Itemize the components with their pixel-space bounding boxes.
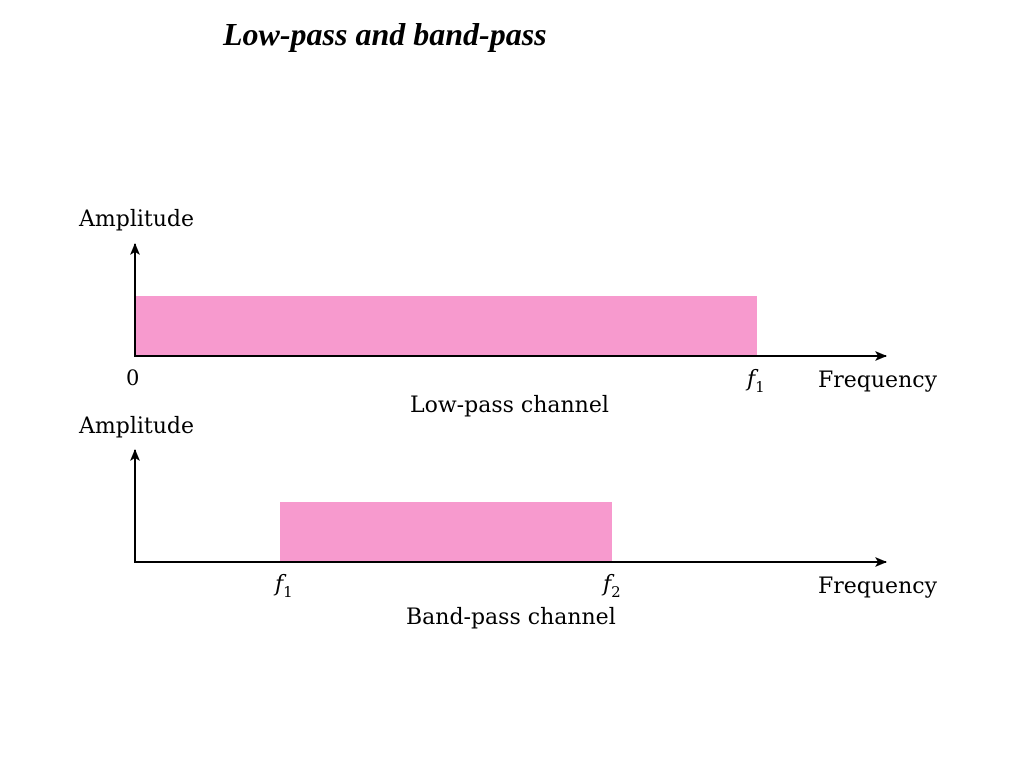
page-title: Low-pass and band-pass	[223, 16, 547, 52]
band-pass-end-label: f2	[601, 572, 621, 601]
band-pass-y-axis-label: Amplitude	[78, 414, 194, 439]
band-pass-band	[280, 502, 612, 562]
band-pass-x-axis-label: Frequency	[818, 574, 938, 599]
band-pass-start-label: f1	[273, 572, 293, 601]
low-pass-panel: Amplitude 0 f1 Frequency Low-pass channe…	[78, 207, 938, 418]
band-pass-panel: Amplitude f1 f2 Frequency Band-pass chan…	[78, 414, 938, 630]
low-pass-y-axis-label: Amplitude	[78, 207, 194, 232]
band-pass-caption: Band-pass channel	[406, 605, 616, 630]
low-pass-x-axis-label: Frequency	[818, 368, 938, 393]
low-pass-band	[135, 296, 757, 356]
low-pass-end-label: f1	[745, 367, 765, 396]
low-pass-caption: Low-pass channel	[410, 393, 609, 418]
low-pass-start-label: 0	[126, 366, 139, 390]
